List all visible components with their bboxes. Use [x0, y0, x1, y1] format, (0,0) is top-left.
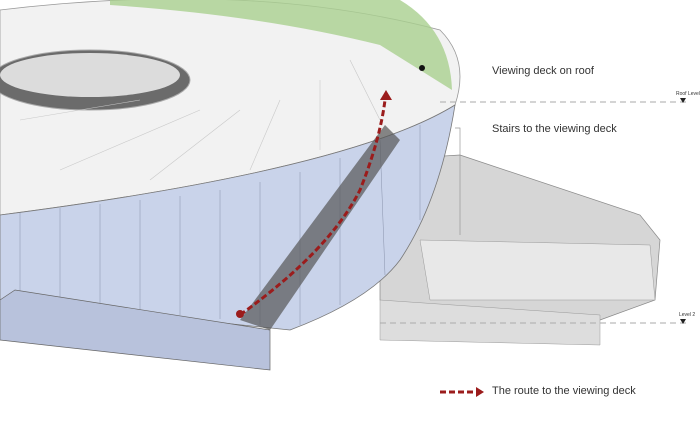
- label-roof-level: Roof Level: [676, 91, 700, 97]
- route-path: [239, 99, 387, 317]
- label-stairs: Stairs to the viewing deck: [492, 123, 617, 135]
- label-level-2: Level 2: [679, 312, 696, 318]
- route-arrowhead: [380, 90, 392, 100]
- glass-facade: [0, 104, 456, 331]
- legend-route-label: The route to the viewing deck: [492, 385, 636, 397]
- canopy: [0, 289, 271, 371]
- viewing-deck-area: [110, 0, 452, 90]
- deck-marker: [419, 65, 425, 71]
- label-viewing-deck: Viewing deck on roof: [492, 65, 594, 77]
- stairs: [240, 125, 400, 330]
- legend-arrow-icon: [476, 387, 484, 397]
- route-start: [236, 310, 244, 318]
